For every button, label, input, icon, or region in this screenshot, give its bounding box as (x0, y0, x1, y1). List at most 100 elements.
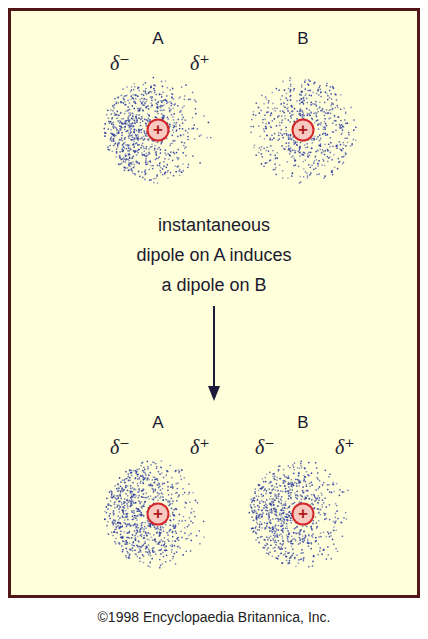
electron-dot (311, 147, 313, 149)
electron-dot (155, 94, 157, 96)
electron-dot (160, 539, 162, 541)
electron-dot (278, 89, 280, 91)
electron-dot (164, 158, 166, 160)
electron-dot (108, 504, 110, 506)
electron-dot (184, 98, 186, 100)
electron-dot (135, 495, 137, 497)
electron-dot (148, 544, 150, 546)
electron-dot (134, 122, 136, 124)
electron-dot (200, 134, 202, 136)
electron-dot (196, 535, 198, 537)
electron-dot (307, 153, 309, 155)
electron-dot (184, 532, 186, 534)
electron-dot (297, 110, 299, 112)
electron-dot (329, 146, 331, 148)
electron-dot (313, 162, 315, 164)
electron-dot (299, 151, 301, 153)
electron-dot (137, 524, 139, 526)
electron-dot (274, 133, 276, 135)
electron-dot (274, 154, 276, 156)
electron-dot (268, 102, 270, 104)
electron-dot (143, 98, 145, 100)
electron-dot (127, 489, 129, 491)
electron-dot (121, 137, 123, 139)
electron-dot (148, 548, 150, 550)
electron-dot (288, 138, 290, 140)
electron-dot (150, 91, 152, 93)
electron-dot (175, 530, 177, 532)
electron-dot (119, 157, 121, 159)
electron-dot (158, 106, 160, 108)
electron-dot (313, 83, 315, 85)
electron-dot (122, 540, 124, 542)
electron-dot (170, 172, 172, 174)
electron-dot (130, 493, 132, 495)
electron-dot (134, 129, 136, 131)
electron-dot (329, 86, 331, 88)
electron-dot (181, 86, 183, 88)
electron-dot (148, 169, 150, 171)
electron-dot (140, 546, 142, 548)
electron-dot (293, 88, 295, 90)
electron-dot (328, 157, 330, 159)
electron-dot (128, 163, 130, 165)
electron-dot (171, 103, 173, 105)
electron-dot (326, 85, 328, 87)
electron-dot (336, 99, 338, 101)
electron-dot (194, 516, 196, 518)
electron-dot (203, 536, 205, 538)
electron-dot (311, 147, 313, 149)
electron-dot (301, 98, 303, 100)
electron-dot (111, 140, 113, 142)
electron-dot (137, 144, 139, 146)
electron-dot (126, 542, 128, 544)
electron-dot (118, 114, 120, 116)
electron-dot (115, 538, 117, 540)
electron-dot (131, 163, 133, 165)
electron-dot (150, 146, 152, 148)
electron-dot (188, 524, 190, 526)
electron-dot (126, 123, 128, 125)
electron-dot (258, 125, 260, 127)
electron-dot (318, 128, 320, 130)
electron-dot (187, 538, 189, 540)
electron-dot (153, 88, 155, 90)
electron-dot (171, 135, 173, 137)
electron-dot (187, 139, 189, 141)
electron-dot (157, 110, 159, 112)
electron-dot (149, 552, 151, 554)
electron-dot (258, 152, 260, 154)
electron-dot (104, 123, 106, 125)
electron-dot (162, 527, 164, 529)
electron-dot (142, 110, 144, 112)
electron-dot (309, 80, 311, 82)
electron-dot (126, 543, 128, 545)
electron-dot (280, 98, 282, 100)
electron-dot (137, 134, 139, 136)
electron-dot (334, 166, 336, 168)
electron-dot (111, 493, 113, 495)
electron-dot (159, 93, 161, 95)
electron-dot (317, 136, 319, 138)
electron-dot (301, 84, 303, 86)
electron-dot (193, 511, 195, 513)
electron-dot (123, 123, 125, 125)
electron-dot (133, 108, 135, 110)
electron-dot (291, 139, 293, 141)
electron-dot (138, 510, 140, 512)
electron-dot (122, 158, 124, 160)
electron-dot (137, 87, 139, 89)
electron-dot (149, 472, 151, 474)
electron-dot (126, 120, 128, 122)
electron-dot (178, 165, 180, 167)
electron-dot (299, 155, 301, 157)
electron-dot (327, 99, 329, 101)
electron-dot (183, 105, 185, 107)
electron-dot (143, 136, 145, 138)
electron-dot (155, 151, 157, 153)
electron-dot (148, 115, 150, 117)
electron-dot (279, 125, 281, 127)
electron-dot (132, 98, 134, 100)
electron-dot (274, 110, 276, 112)
electron-dot (112, 138, 114, 140)
